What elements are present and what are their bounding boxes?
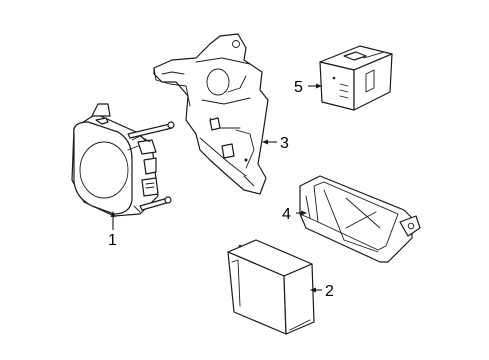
part-3-mounting-bracket: [153, 33, 269, 195]
callout-1: 1: [108, 232, 117, 249]
callout-labels: 1 2 3 4 5: [108, 79, 334, 300]
part-5-control-module: [319, 45, 393, 111]
part-2-electronic-module: [227, 239, 315, 335]
part-1-radar-sensor: [71, 103, 175, 217]
callout-3: 3: [280, 135, 289, 152]
callout-5: 5: [294, 79, 303, 96]
part-4-module-tray: [299, 175, 421, 263]
callout-2: 2: [325, 283, 334, 300]
callout-4: 4: [282, 206, 291, 223]
callout-leaders: [110, 83, 322, 293]
